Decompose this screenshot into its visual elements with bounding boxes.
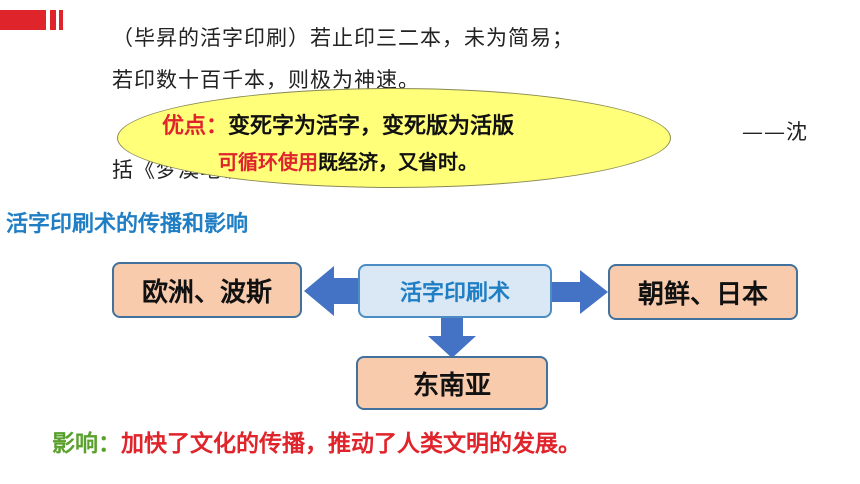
advantages-callout bbox=[117, 88, 671, 188]
advantages-line-1: 优点：变死字为活字，变死版为活版 bbox=[162, 108, 514, 140]
arrow-down-icon bbox=[428, 318, 476, 358]
section-heading: 活字印刷术的传播和影响 bbox=[6, 212, 249, 237]
box-movable-type: 活字印刷术 bbox=[358, 264, 552, 318]
influence-text: 加快了文化的传播，推动了人类文明的发展。 bbox=[121, 431, 581, 457]
quote-attribution: ——沈 bbox=[742, 120, 808, 144]
box-korea-japan: 朝鲜、日本 bbox=[608, 264, 798, 320]
arrow-right-icon bbox=[552, 270, 608, 314]
advantages-line-2: 可循环使用既经济，又省时。 bbox=[218, 146, 478, 175]
title-decoration-bar bbox=[0, 10, 46, 30]
advantages-label: 优点： bbox=[162, 114, 229, 139]
influence-statement: 影响：加快了文化的传播，推动了人类文明的发展。 bbox=[52, 424, 581, 458]
arrow-left-icon bbox=[304, 266, 358, 316]
advantages-text-2: 既经济，又省时。 bbox=[318, 150, 478, 174]
influence-label: 影响： bbox=[52, 431, 121, 457]
advantages-highlight: 可循环使用 bbox=[218, 150, 318, 174]
box-europe-persia: 欧洲、波斯 bbox=[112, 262, 302, 318]
title-decoration-stripe bbox=[59, 10, 63, 30]
advantages-text-1: 变死字为活字，变死版为活版 bbox=[228, 114, 515, 139]
box-southeast-asia: 东南亚 bbox=[356, 356, 548, 410]
quote-line-1: （毕昇的活字印刷）若止印三二本，未为简易； bbox=[112, 26, 574, 50]
title-decoration-stripe bbox=[50, 10, 56, 30]
